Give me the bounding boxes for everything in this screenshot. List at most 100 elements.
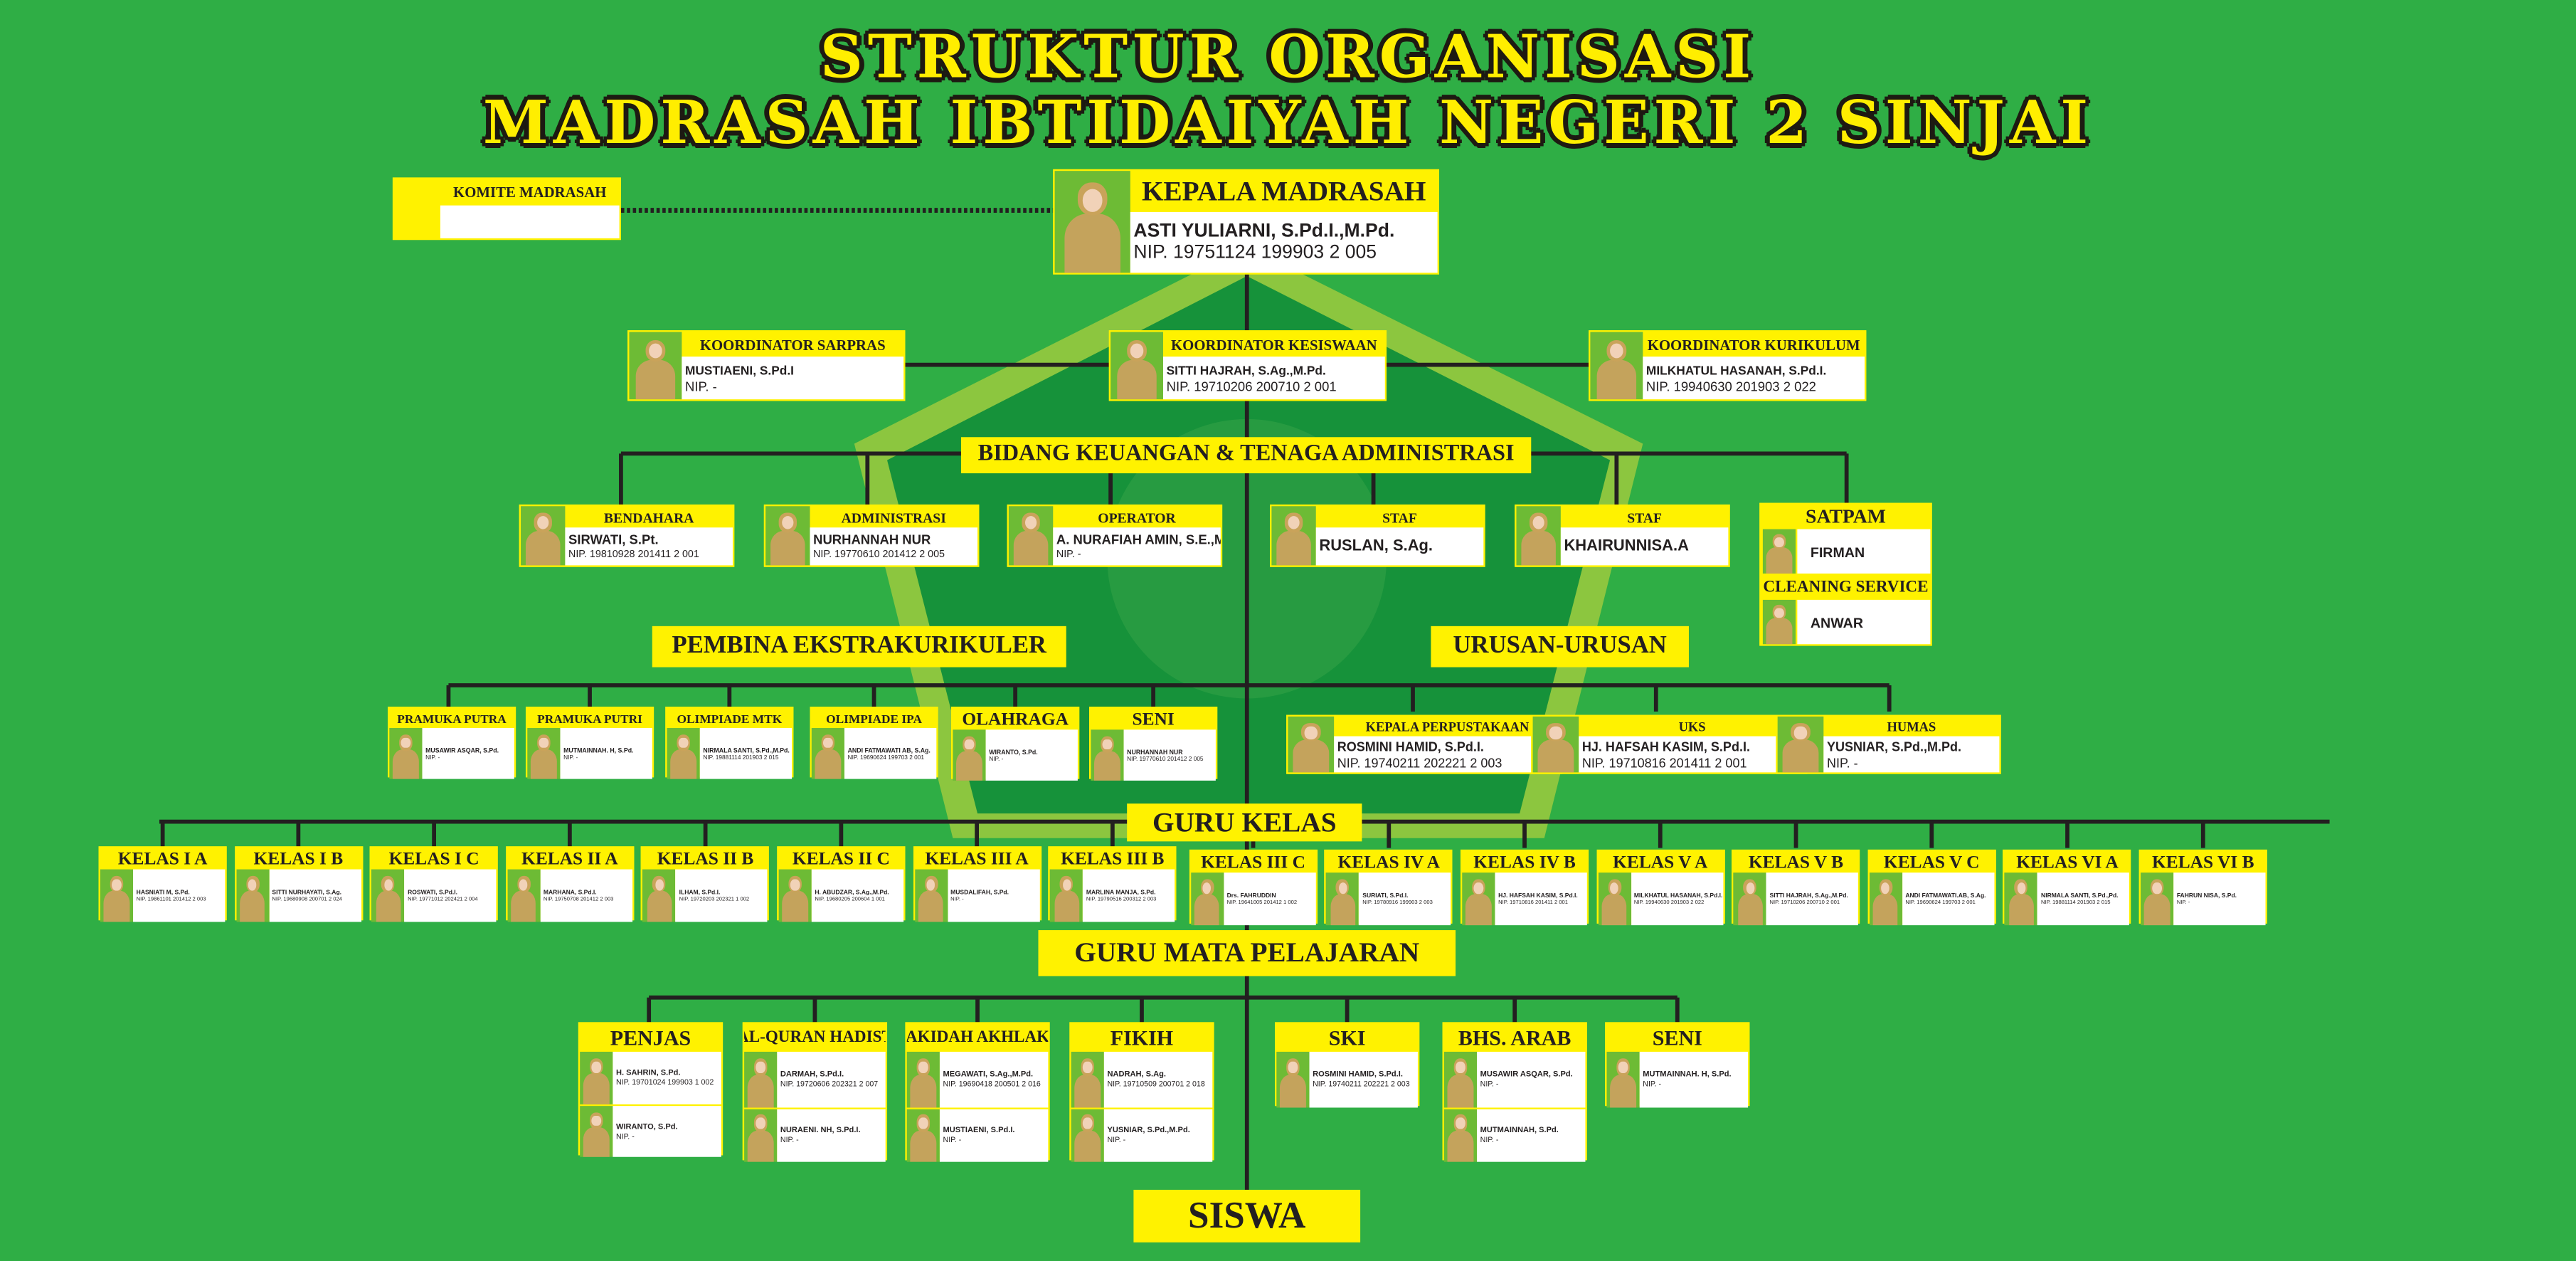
person-photo (1443, 1108, 1478, 1162)
person-row: MUSDALIFAH, S.Pd.NIP. - (914, 869, 1039, 922)
card-body: MEGAWATI, S.Ag.,M.Pd.NIP. 19690418 20050… (939, 1051, 1049, 1107)
person-name: HJ. HAFSAH KASIM, S.Pd.I. (1498, 892, 1578, 899)
photo-face (1103, 739, 1112, 750)
photo-body (1293, 739, 1329, 773)
person-nip: NIP. - (943, 1135, 962, 1144)
photo-body (748, 1075, 773, 1107)
person-name: MUSTIAENI, S.Pd.I. (943, 1127, 1015, 1136)
person-photo (1590, 332, 1643, 400)
photo-face (1456, 1118, 1465, 1130)
card-title: AKIDAH AKHLAK (906, 1028, 1049, 1048)
mapel-card: AKIDAH AKHLAK MEGAWATI, S.Ag.,M.Pd.NIP. 1… (905, 1022, 1050, 1162)
person-name: SITTI HAJRAH, S.Ag.,M.Pd. (1166, 362, 1326, 377)
photo-body (375, 891, 401, 922)
person-nip: NIP. 19780916 199903 2 003 (1362, 899, 1433, 906)
card-title: SKI (1328, 1024, 1366, 1050)
card-body: ROSMINI HAMID, S.Pd.I.NIP. 19740211 2022… (1309, 1051, 1418, 1107)
card-body: MUSAWIR ASQAR, S.Pd.NIP. - (422, 728, 514, 779)
card-title: STAF (1627, 508, 1662, 525)
card-body: MUSDALIFAH, S.Pd.NIP. - (947, 869, 1039, 922)
komite-card: KOMITE MADRASAH (392, 177, 621, 241)
photo-body (1766, 547, 1792, 574)
photo-body (1116, 360, 1157, 400)
person-nip: NIP. 19710206 200710 2 001 (1769, 899, 1840, 906)
card-title: KELAS II C (792, 848, 890, 869)
person-row: MUSTIAENI, S.Pd.I.NIP. - (906, 1107, 1049, 1162)
person-nip: NIP. - (2176, 899, 2190, 906)
card-title: KELAS III B (1061, 848, 1165, 869)
person-name: A. NURAFIAH AMIN, S.E.,M.Pd. (1056, 532, 1221, 547)
card-title: OLIMPIADE MTK (677, 710, 783, 726)
photo-body (1014, 531, 1048, 566)
card-body: KHAIRUNNISA.A (1560, 527, 1729, 566)
card-body: ROSMINI HAMID, S.Pd.I.NIP. 19740211 2022… (1334, 736, 1561, 773)
person-photo (629, 332, 682, 400)
card-body: SITTI HAJRAH, S.Ag.,M.Pd.NIP. 19710206 2… (1162, 357, 1385, 400)
card-body: ANDI FATMAWATI AB, S.Ag.NIP. 19690624 19… (844, 728, 937, 779)
person-name: ROSMINI HAMID, S.Pd.I. (1313, 1071, 1403, 1080)
card-body: MUSTIAENI, S.Pd.I.NIP. - (939, 1108, 1049, 1162)
photo-face (592, 1061, 601, 1073)
person-name: ANWAR (1810, 613, 1863, 630)
card-title: KELAS II A (521, 848, 618, 869)
card-title: BENDAHARA (603, 508, 694, 525)
photo-body (1465, 895, 1491, 926)
siswa-banner: SISWA (1133, 1189, 1361, 1242)
card-body: SITTI HAJRAH, S.Ag.,M.Pd.NIP. 19710206 2… (1766, 872, 1859, 926)
person-name: ANDI FATMAWATI.AB, S.Ag. (1905, 892, 1986, 899)
person-row: MEGAWATI, S.Ag.,M.Pd.NIP. 19690418 20050… (906, 1051, 1049, 1107)
person-row: ILHAM, S.Pd.I.NIP. 19720203 202321 1 002 (642, 869, 768, 922)
card-title: KELAS VI B (2152, 852, 2254, 872)
person-photo (580, 1106, 613, 1157)
card-body: NIRMALA SANTI, S.Pd.,M.Pd.NIP. 19881114 … (699, 728, 793, 779)
person-nip: NIP. - (425, 753, 440, 761)
person-photo (1762, 599, 1796, 645)
person-photo (1777, 716, 1824, 773)
card-body: SIRWATI, S.Pt.NIP. 19810928 201411 2 001 (565, 527, 733, 566)
photo-body (911, 1131, 936, 1162)
person-name: NADRAH, S.Ag. (1107, 1071, 1166, 1080)
photo-face (1082, 189, 1103, 212)
card-body: RUSLAN, S.Ag. (1315, 527, 1484, 566)
person-nip: NIP. 19881114 201903 2 015 (2041, 899, 2111, 906)
title-line-1: STRUKTUR ORGANISASI (820, 23, 1756, 93)
card-title: CLEANING SERVICE (1763, 578, 1929, 597)
person-nip: NIP. 19690624 199703 2 001 (847, 753, 924, 761)
card-title: KELAS IV B (1473, 852, 1576, 872)
card-title: KELAS I C (388, 848, 479, 869)
person-photo (521, 506, 566, 566)
card-body: A. NURAFIAH AMIN, S.E.,M.Pd. NIP. - (1053, 527, 1221, 566)
photo-face (918, 1118, 928, 1130)
person-photo (527, 728, 561, 779)
person-row: SURIATI, S.Pd.I.NIP. 19780916 199903 2 0… (1326, 872, 1452, 926)
person-nip: NIP. - (1480, 1135, 1499, 1144)
person-photo (1326, 872, 1359, 926)
person-row: MUSAWIR ASQAR, S.Pd.NIP. - (1443, 1051, 1586, 1107)
person-name: FAHRUN NISA, S.Pd. (2176, 892, 2237, 899)
person-nip: NIP. 19740211 202221 2 003 (1337, 755, 1502, 770)
person-nip: NIP. 19710509 200701 2 018 (1107, 1079, 1205, 1088)
person-row: SITTI HAJRAH, S.Ag.,M.Pd.NIP. 19710206 2… (1733, 872, 1859, 926)
photo-face (1288, 517, 1300, 530)
person-photo (914, 869, 948, 922)
bidang-staff-card: BENDAHARA SIRWATI, S.Pt.NIP. 19810928 201… (519, 504, 735, 567)
person-name: H. SAHRIN, S.Pd. (615, 1070, 681, 1078)
photo-body (511, 891, 536, 922)
person-name: ASTI YULIARNI, S.Pd.I.,M.Pd. (1133, 221, 1395, 242)
card-title: UKS (1678, 719, 1706, 734)
person-nip: NIP. - (1056, 549, 1081, 561)
card-title: PENJAS (610, 1024, 691, 1050)
person-photo (906, 1051, 940, 1107)
photo-face (1474, 882, 1483, 894)
person-nip: NIP. 19750708 201412 2 003 (543, 895, 614, 902)
